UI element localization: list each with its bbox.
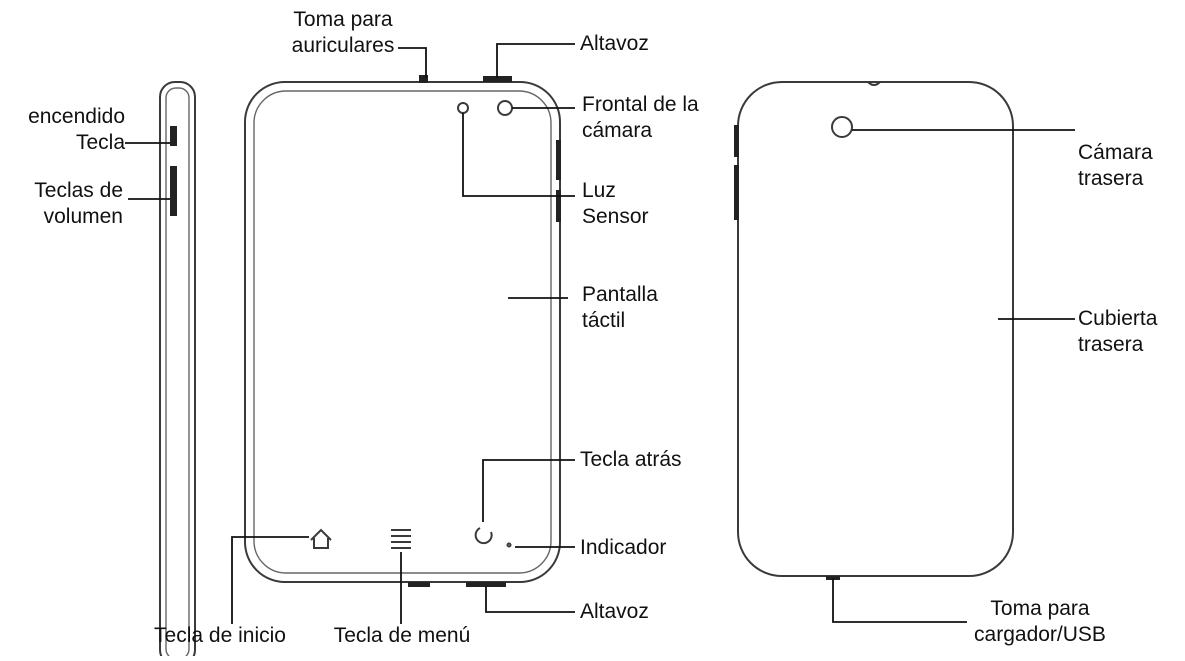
leader-back-key: [482, 459, 575, 522]
label-light-sensor: Luz Sensor: [582, 179, 649, 228]
leader-charger-port: [832, 578, 967, 623]
tablet-side-view: [159, 81, 196, 661]
tablet-back-view: [734, 81, 1014, 580]
side-power-key: [170, 126, 177, 146]
label-speaker-top: Altavoz: [580, 32, 649, 55]
leader-light-sensor: [462, 113, 575, 197]
back-side-key-upper: [734, 125, 739, 157]
front-bottom-port: [408, 582, 430, 587]
side-volume-keys: [170, 166, 177, 216]
back-body: [737, 81, 1014, 577]
front-top-speaker: [483, 76, 512, 82]
leader-headphone-jack: [398, 47, 427, 78]
menu-key-icon: [391, 529, 411, 549]
back-side-key-lower: [734, 165, 739, 220]
side-body-inner: [165, 87, 190, 660]
label-back-key: Tecla atrás: [580, 448, 682, 471]
label-power-key: encendido Tecla: [28, 105, 125, 154]
label-touch-screen: Pantalla táctil: [582, 283, 658, 332]
front-headphone-jack: [419, 75, 428, 83]
front-camera-icon: [497, 100, 513, 116]
label-rear-camera: Cámara trasera: [1078, 141, 1153, 190]
label-headphone-jack: Toma para auriculares: [291, 8, 395, 57]
indicator-light-icon: [506, 542, 512, 548]
label-menu-key: Tecla de menú: [333, 624, 471, 647]
leader-speaker-bottom: [485, 586, 575, 613]
back-top-notch: [867, 81, 881, 86]
label-front-camera: Frontal de la cámara: [582, 93, 699, 142]
tablet-front-view: [244, 75, 561, 587]
label-speaker-bottom: Altavoz: [580, 600, 649, 623]
leader-lines: [125, 43, 1075, 624]
front-body-inner: [253, 90, 552, 574]
rear-camera-icon: [831, 116, 853, 138]
label-volume-keys: Teclas de volumen: [34, 179, 123, 228]
home-key-icon: [310, 528, 332, 549]
front-side-key-upper: [556, 140, 561, 180]
side-body: [159, 81, 196, 661]
label-indicator: Indicador: [580, 536, 667, 559]
label-charger-port: Toma para cargador/USB: [974, 597, 1106, 646]
label-back-cover: Cubierta trasera: [1078, 307, 1158, 356]
front-side-key-lower: [556, 190, 561, 222]
back-key-icon: [474, 527, 493, 545]
label-home-key: Tecla de inicio: [154, 624, 286, 647]
front-body: [244, 81, 561, 583]
light-sensor-icon: [457, 102, 469, 114]
leader-speaker-top: [496, 43, 575, 78]
front-bottom-speaker: [466, 582, 506, 587]
leader-home-key: [231, 536, 309, 624]
